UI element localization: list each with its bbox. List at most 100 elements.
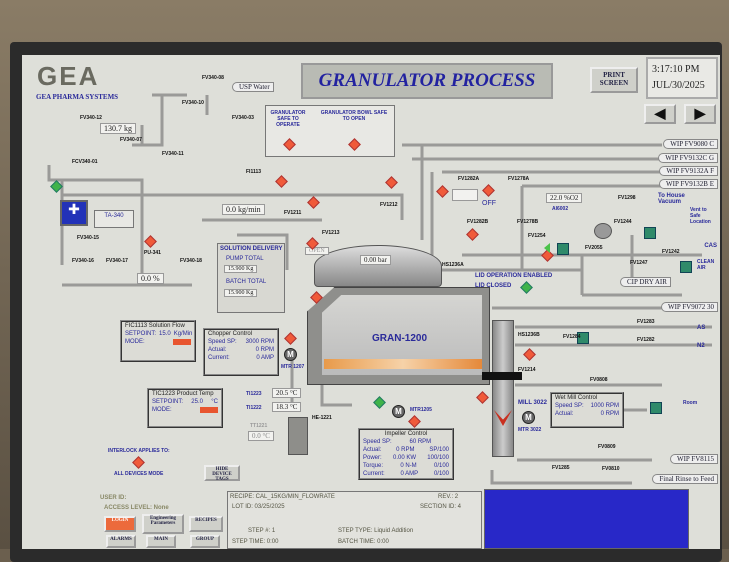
heat-exchanger xyxy=(288,417,308,455)
panel-title: Wet Mill Control xyxy=(555,395,598,401)
valve-tag: FV340-07 xyxy=(120,137,142,143)
valve-tag: FV1211 xyxy=(284,210,302,216)
valve-tag: FV1282B xyxy=(467,219,489,225)
valve-tag: PU-341 xyxy=(144,250,161,256)
oxygen-tag: AI6002 xyxy=(552,206,569,212)
speed-value[interactable]: 1000 RPM xyxy=(590,403,619,409)
interlock-label: INTERLOCK APPLIES TO: xyxy=(108,448,170,454)
wip-line: WIP FV9132B E xyxy=(659,179,718,189)
valve-tag: FV340-10 xyxy=(182,100,204,106)
cas-destination: CAS xyxy=(704,243,717,249)
recipes-button[interactable]: RECIPES xyxy=(189,516,223,532)
hide-device-tags-button[interactable]: HIDE DEVICE TAGS xyxy=(204,465,240,482)
safe-to-open-label: GRANULATOR BOWL SAFE TO OPEN xyxy=(320,110,388,122)
batch-total-label: BATCH TOTAL xyxy=(226,279,267,285)
previous-screen-button[interactable]: ◀ xyxy=(644,104,676,124)
valve-tag: HS1236B xyxy=(518,332,540,338)
valve-tag: FV1282A xyxy=(458,176,480,182)
next-screen-button[interactable]: ▶ xyxy=(684,104,716,124)
valve-tag: FV1284 xyxy=(563,334,581,340)
tank-icon xyxy=(594,223,612,239)
login-button[interactable]: LOGIN xyxy=(104,516,136,532)
open-status: OPEN xyxy=(305,247,329,255)
as-destination: AS xyxy=(697,325,706,331)
param-range: 100/100 xyxy=(427,455,449,461)
param-value: 0.00 KW xyxy=(392,455,416,461)
mill-motor-tag: MTR 3022 xyxy=(518,427,542,433)
valve-tag: FV340-11 xyxy=(162,151,184,157)
actual-value: 0 RPM xyxy=(600,411,619,417)
batch-time: BATCH TIME: 0:00 xyxy=(338,539,389,545)
product-temp-2: 18.3 °C xyxy=(272,402,302,412)
speed-label: Speed SP: xyxy=(555,403,584,409)
valve-tag: FV1214 xyxy=(518,367,536,373)
valve-tag: FV340-03 xyxy=(232,115,254,121)
valve-tag: FV0809 xyxy=(598,444,616,450)
chopper-control-panel[interactable]: Chopper Control Speed SP:3000 RPM Actual… xyxy=(203,328,279,376)
valve-tag: FV1247 xyxy=(630,260,648,266)
vent-destination: Vent to Safe Location xyxy=(690,207,711,225)
clock-panel: 3:17:10 PM JUL/30/2025 xyxy=(646,57,718,99)
print-screen-button[interactable]: PRINT SCREEN xyxy=(590,67,638,93)
lot-id: LOT ID: 03/25/2025 xyxy=(232,504,285,510)
valve-tag: FV1278B xyxy=(517,219,539,225)
solution-delivery-panel: SOLUTION DELIVERY PUMP TOTAL 15.900 Kg B… xyxy=(217,243,285,313)
temp-tag: TI1223 xyxy=(246,391,262,397)
mode-indicator[interactable] xyxy=(200,407,218,413)
valve-tag: FV0808 xyxy=(590,377,608,383)
clock-time: 3:17:10 PM xyxy=(652,64,700,75)
param-label: Actual: xyxy=(363,447,382,453)
filter-icon xyxy=(577,332,589,344)
user-id: USER ID: xyxy=(100,495,127,501)
recipe-rev: REV.: 2 xyxy=(438,494,459,500)
temp-tag: TT1221 xyxy=(250,423,268,429)
clean-air-destination: CLEAN AIR xyxy=(697,259,715,271)
valve-tag: FV1242 xyxy=(662,249,680,255)
tank-ta340[interactable]: ✚ xyxy=(60,200,88,226)
setpoint-value[interactable]: 15.0 xyxy=(159,331,171,337)
group-button[interactable]: GROUP xyxy=(190,535,220,548)
valve-tag: FCV340-01 xyxy=(72,159,98,165)
mode-indicator[interactable] xyxy=(173,339,191,345)
safe-to-operate-label: GRANULATOR SAFE TO OPERATE xyxy=(270,110,306,128)
pump-total-label: PUMP TOTAL xyxy=(226,256,264,262)
mill-motor-icon[interactable]: M xyxy=(522,411,535,424)
wet-mill[interactable] xyxy=(492,320,514,457)
param-value[interactable]: 60 RPM xyxy=(409,439,432,445)
setpoint-label: SETPOINT: xyxy=(125,331,157,337)
valve-tag: FV340-08 xyxy=(202,75,224,81)
impeller-control-panel[interactable]: Impeller Control Speed SP:60 RPM Actual:… xyxy=(358,428,454,480)
filter-icon xyxy=(650,402,662,414)
green-valve-icon[interactable] xyxy=(538,243,550,253)
wet-mill-control-panel[interactable]: Wet Mill Control Speed SP:1000 RPM Actua… xyxy=(550,392,624,428)
param-value: 0 RPM xyxy=(396,447,415,453)
param-value: 0 N-M xyxy=(400,463,417,469)
company-name: GEA PHARMA SYSTEMS xyxy=(36,93,119,101)
engineering-parameters-button[interactable]: Engineering Parameters xyxy=(142,514,184,534)
tic1223-product-temp-panel[interactable]: TIC1223 Product Temp SETPOINT:25.0°C MOD… xyxy=(147,388,223,428)
impeller-motor-icon[interactable]: M xyxy=(392,405,405,418)
main-button[interactable]: MAIN xyxy=(146,535,176,548)
chopper-motor-icon[interactable]: M xyxy=(284,348,297,361)
clock-date: JUL/30/2025 xyxy=(652,80,705,91)
actual-value: 0 RPM xyxy=(255,347,274,353)
lid-closed-label: LID CLOSED xyxy=(475,283,512,289)
panel-title: TIC1223 Product Temp xyxy=(152,391,214,397)
valve-tag: FV1213 xyxy=(322,230,340,236)
param-label: Power: xyxy=(363,455,382,461)
mode-label: MODE: xyxy=(152,407,172,413)
impeller-motor-tag: MTR1205 xyxy=(410,407,432,413)
hmi-screen: GEA GEA PHARMA SYSTEMS GRANULATOR PROCES… xyxy=(22,55,720,549)
valve-tag: FV1283 xyxy=(637,319,655,325)
step-type: STEP TYPE: Liquid Addition xyxy=(338,528,414,534)
valve-tag: FV1278A xyxy=(508,176,530,182)
param-range: 0/100 xyxy=(433,471,449,477)
speed-value[interactable]: 3000 RPM xyxy=(245,339,274,345)
final-rinse-line: Final Rinse to Feed xyxy=(652,474,718,484)
solution-delivery-title: SOLUTION DELIVERY xyxy=(220,246,283,252)
filter-icon xyxy=(557,243,569,255)
alarms-button[interactable]: ALARMS xyxy=(106,535,136,548)
setpoint-value[interactable]: 25.0 xyxy=(191,399,203,405)
valve-tag: FV340-12 xyxy=(80,115,102,121)
